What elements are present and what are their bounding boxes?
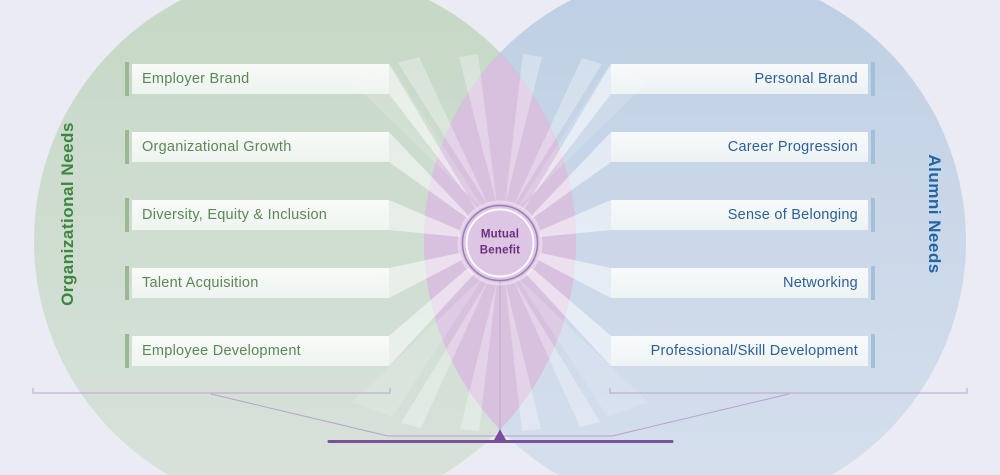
org-need-employer-brand: Employer Brand xyxy=(125,62,389,96)
mutual-benefit-line2: Benefit xyxy=(479,244,521,256)
light-rays xyxy=(352,54,648,431)
need-label: Diversity, Equity & Inclusion xyxy=(142,207,328,223)
org-need-employee-development: Employee Development xyxy=(125,334,389,368)
alumni-need-professional-skill-development: Professional/Skill Development xyxy=(611,334,875,368)
left-bracket xyxy=(32,388,391,394)
hub-inner-ring xyxy=(465,208,535,278)
bar-connector-wedges xyxy=(389,64,611,366)
need-label: Networking xyxy=(782,275,858,291)
need-label: Personal Brand xyxy=(754,71,858,87)
alumni-need-networking: Networking xyxy=(611,266,875,300)
alumni-need-sense-of-belonging: Sense of Belonging xyxy=(611,198,875,232)
mutual-benefit-line1: Mutual xyxy=(480,228,520,241)
need-label: Career Progression xyxy=(727,139,858,155)
right-axis-title: Alumni Needs xyxy=(925,154,944,274)
org-need-talent-acquisition: Talent Acquisition xyxy=(125,266,389,300)
need-label: Organizational Growth xyxy=(142,139,292,155)
need-label: Talent Acquisition xyxy=(142,275,259,291)
need-label: Employee Development xyxy=(142,343,301,359)
mutual-benefit-label: Mutual Benefit xyxy=(460,227,540,258)
alumni-need-career-progression: Career Progression xyxy=(611,130,875,164)
fulcrum-triangle xyxy=(493,429,507,441)
left-axis-title: Organizational Needs xyxy=(58,122,77,306)
org-need-organizational-growth: Organizational Growth xyxy=(125,130,389,164)
alumni-need-personal-brand: Personal Brand xyxy=(611,62,875,96)
need-label: Professional/Skill Development xyxy=(650,343,858,359)
need-label: Employer Brand xyxy=(142,71,250,87)
need-label: Sense of Belonging xyxy=(727,207,858,223)
hub-outer-glow xyxy=(457,200,543,286)
hub-circle xyxy=(461,204,539,282)
right-bracket xyxy=(609,388,968,394)
org-need-diversity-equity-inclusion: Diversity, Equity & Inclusion xyxy=(125,198,389,232)
